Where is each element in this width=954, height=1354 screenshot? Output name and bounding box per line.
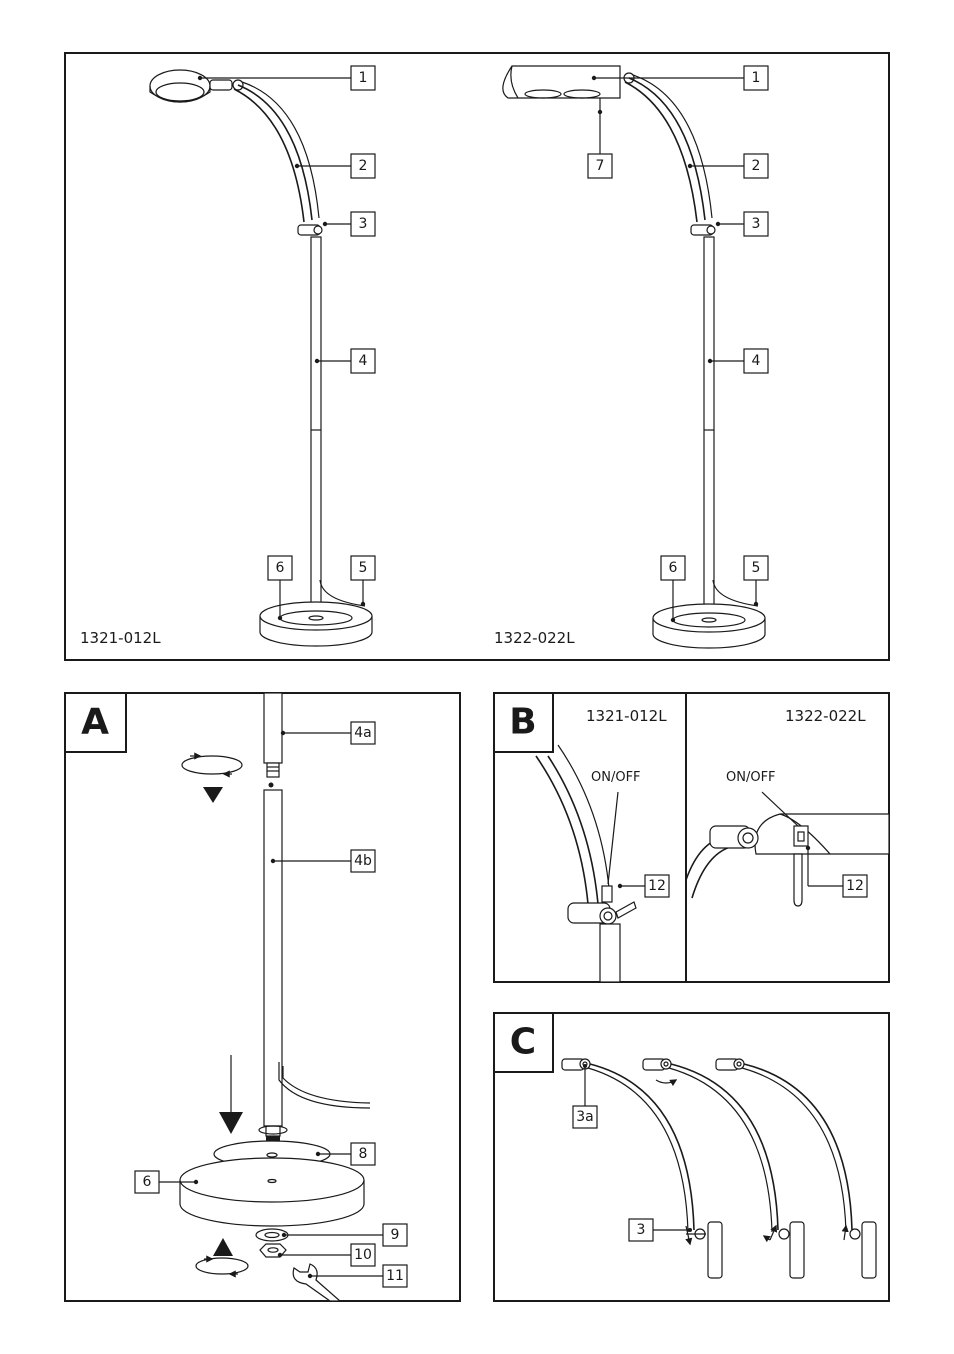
- callout-label: 1: [752, 70, 761, 86]
- callout-label: 6: [143, 1174, 152, 1190]
- callout-label: 2: [752, 158, 761, 174]
- callout-label: 3a: [576, 1109, 594, 1125]
- callout-label: 4: [752, 353, 761, 369]
- callout-label: 10: [354, 1247, 372, 1263]
- callout-label: 12: [648, 878, 666, 894]
- left-callouts: 1 2 3 4 5 6: [197, 65, 376, 621]
- callout-label: 3: [637, 1222, 646, 1238]
- callout-label: 4: [359, 353, 368, 369]
- panel-letter-a: A: [81, 702, 109, 743]
- panel-a: A: [64, 692, 461, 1302]
- power-cable: [278, 1062, 371, 1109]
- callout-label: 6: [669, 560, 678, 576]
- model-number-left: 1321-012L: [80, 629, 161, 647]
- callout-label: 9: [391, 1227, 400, 1243]
- model-number-b-left: 1321-012L: [586, 707, 667, 725]
- onoff-label-right: ON/OFF: [726, 770, 776, 785]
- panel-c: C: [493, 1012, 890, 1302]
- callout-label: 1: [359, 70, 368, 86]
- arm-step-2: [642, 1058, 805, 1279]
- lamp-head-detail: [754, 813, 890, 855]
- lamp-arm: [237, 84, 313, 221]
- lamp-pole: [310, 236, 322, 618]
- lamp-1322-022l: [502, 65, 766, 649]
- lamp-1321-012l: [149, 69, 373, 647]
- callout-label: 7: [596, 158, 605, 174]
- panel-letter-b: B: [509, 702, 536, 743]
- down-arrow: [203, 787, 223, 803]
- lamp-pole: [703, 236, 715, 618]
- callout-label: 3: [359, 216, 368, 232]
- up-arrow: [213, 1238, 233, 1256]
- rotate-arrow: [181, 755, 243, 775]
- thread-connector: [266, 762, 280, 778]
- long-lamp-head: [502, 65, 621, 99]
- onoff-label-left: ON/OFF: [591, 770, 641, 785]
- wrench: [292, 1263, 342, 1302]
- model-number-b-right: 1322-022L: [785, 707, 866, 725]
- model-number-right: 1322-022L: [494, 629, 575, 647]
- callout-label: 4a: [354, 725, 372, 741]
- callout-label: 11: [386, 1268, 404, 1284]
- panel-letter-c: C: [510, 1022, 536, 1063]
- callout-label: 4b: [354, 853, 372, 869]
- callout-label: 5: [752, 560, 761, 576]
- power-cable: [319, 579, 366, 607]
- callout-label: 12: [846, 878, 864, 894]
- switch: [601, 885, 613, 903]
- panel-b: B 1321-012L 1322-022L ON/OFF 12 ON/OFF: [493, 692, 890, 983]
- panel-letter-box: [64, 692, 127, 753]
- tube-4a: [263, 692, 283, 764]
- callout-label: 3: [752, 216, 761, 232]
- arm-step-1: [561, 1058, 723, 1279]
- right-callouts: 1 7 2 3 4 6 5: [587, 65, 769, 623]
- pole-clamp: [707, 1221, 723, 1279]
- overview-panel: 1 2 3 4 5 6 1321-012L: [64, 52, 890, 661]
- callout-box: [350, 65, 376, 91]
- arm-step-3: [715, 1058, 877, 1279]
- callout-label: 8: [359, 1146, 368, 1162]
- switch: [793, 825, 809, 847]
- callout-label: 5: [359, 560, 368, 576]
- overview-frame: [64, 52, 890, 661]
- callout-label: 6: [276, 560, 285, 576]
- callout-label: 2: [359, 158, 368, 174]
